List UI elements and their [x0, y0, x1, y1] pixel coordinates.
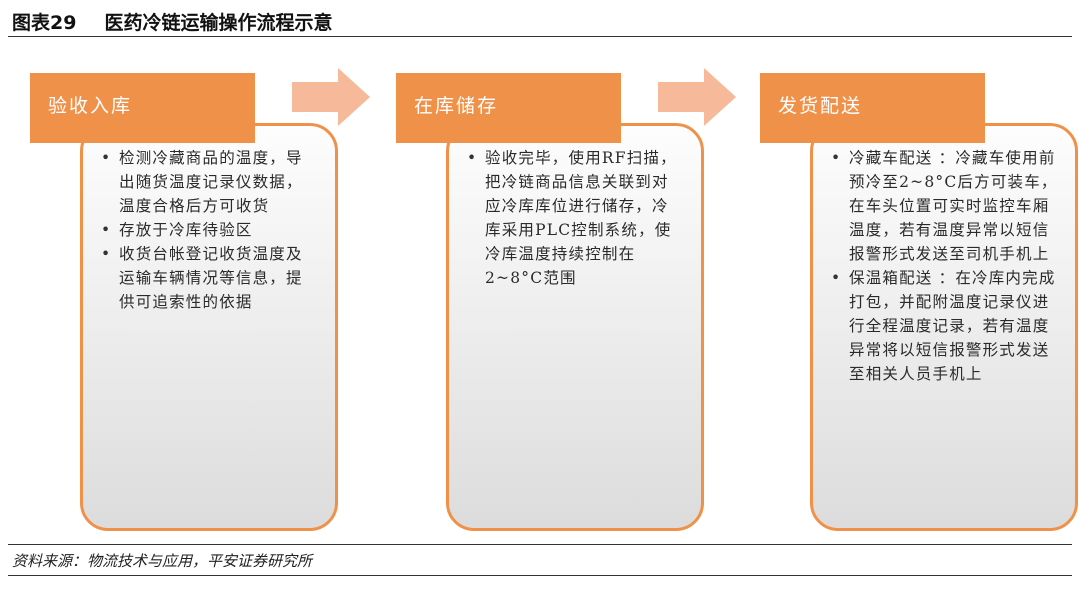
bullet-item: 冷藏车配送 ：冷藏车使用前预冷至2~8°C后方可装车，在车头位置可实时监控车厢温…	[829, 146, 1059, 266]
bullet-item: 收货台帐登记收货温度及运输车辆情况等信息，提供可追索性的依据	[99, 242, 319, 314]
figure-title-bar: 图表29 医药冷链运输操作流程示意	[8, 6, 1072, 37]
step-body: 检测冷藏商品的温度，导出随货温度记录仪数据，温度合格后方可收货 存放于冷库待验区…	[80, 123, 338, 531]
bullet-item: 存放于冷库待验区	[99, 218, 319, 242]
step-header: 在库储存	[396, 73, 621, 143]
source-text: 资料来源：物流技术与应用，平安证券研究所	[12, 551, 313, 570]
step-header: 验收入库	[30, 73, 255, 143]
bullet-list: 检测冷藏商品的温度，导出随货温度记录仪数据，温度合格后方可收货 存放于冷库待验区…	[99, 146, 319, 314]
figure-number: 图表29	[12, 11, 77, 34]
figure-title: 医药冷链运输操作流程示意	[104, 11, 333, 34]
step-header: 发货配送	[760, 73, 985, 143]
bullet-item: 检测冷藏商品的温度，导出随货温度记录仪数据，温度合格后方可收货	[99, 146, 319, 218]
step-body: 冷藏车配送 ：冷藏车使用前预冷至2~8°C后方可装车，在车头位置可实时监控车厢温…	[810, 123, 1078, 531]
bullet-item: 验收完毕，使用RF扫描，把冷链商品信息关联到对应冷库库位进行储存，冷库采用PLC…	[465, 146, 685, 290]
bullet-list: 冷藏车配送 ：冷藏车使用前预冷至2~8°C后方可装车，在车头位置可实时监控车厢温…	[829, 146, 1059, 386]
flow-arrow-icon	[658, 68, 736, 126]
step-body: 验收完毕，使用RF扫描，把冷链商品信息关联到对应冷库库位进行储存，冷库采用PLC…	[446, 123, 704, 531]
bullet-item: 保温箱配送 ：在冷库内完成打包，并配附温度记录仪进行全程温度记录，若有温度异常将…	[829, 266, 1059, 386]
source-note: 资料来源：物流技术与应用，平安证券研究所	[8, 544, 1072, 576]
bullet-list: 验收完毕，使用RF扫描，把冷链商品信息关联到对应冷库库位进行储存，冷库采用PLC…	[465, 146, 685, 290]
flow-arrow-icon	[292, 68, 370, 126]
